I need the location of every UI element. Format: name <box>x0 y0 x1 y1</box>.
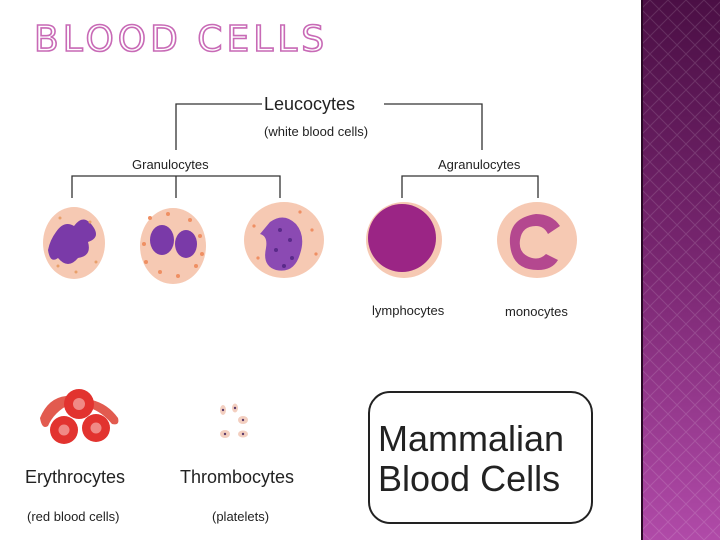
agranulocytes-label: Agranulocytes <box>438 157 521 172</box>
neutrophil-cell <box>43 207 105 279</box>
monocyte-cell <box>497 202 577 278</box>
card-line-1: Mammalian <box>378 418 565 459</box>
granulocytes-label: Granulocytes <box>132 157 209 172</box>
leucocytes-note: (white blood cells) <box>264 124 369 139</box>
decorative-side-band <box>641 0 720 540</box>
erythrocytes-note: (red blood cells) <box>27 509 120 524</box>
erythrocytes-illustration <box>40 389 119 444</box>
card-line-2: Blood Cells <box>378 458 561 499</box>
leucocytes-label: Leucocytes <box>264 94 356 114</box>
tree-lines <box>71 103 539 198</box>
erythrocytes-label: Erythrocytes <box>25 467 126 487</box>
lymphocytes-label: lymphocytes <box>372 303 445 318</box>
diamond-pattern <box>641 0 720 540</box>
thrombocytes-label: Thrombocytes <box>180 467 295 487</box>
card-title: Mammalian Blood Cells <box>378 419 564 499</box>
thrombocytes-illustration <box>220 403 248 438</box>
thrombocytes-note: (platelets) <box>212 509 270 524</box>
eosinophil-cell <box>140 208 206 284</box>
lymphocyte-cell <box>366 202 442 278</box>
slide-title: BLOOD CELLS <box>33 18 329 61</box>
blood-cell-diagram <box>40 103 577 444</box>
basophil-cell <box>244 202 324 278</box>
monocytes-label: monocytes <box>505 304 568 319</box>
mammalian-blood-cells-card: Mammalian Blood Cells <box>368 391 593 524</box>
